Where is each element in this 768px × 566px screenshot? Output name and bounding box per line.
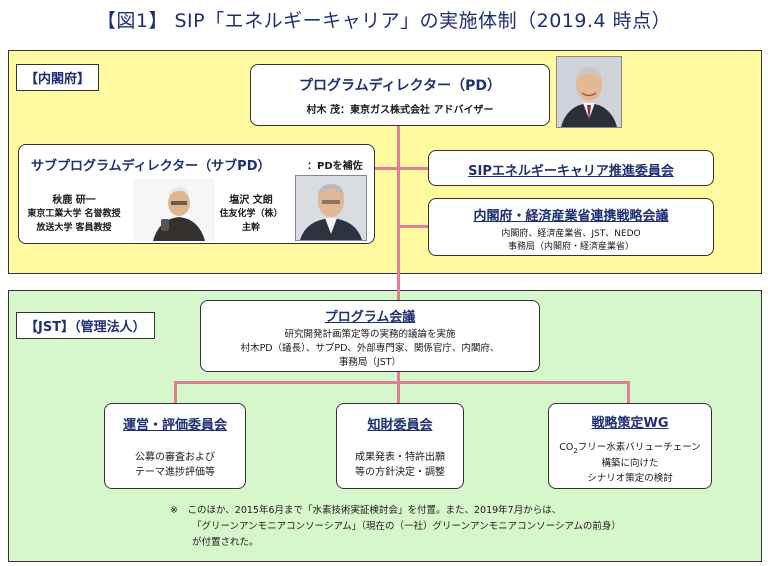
strategy-council-box: 内閣府・経済産業省連携戦略会議 内閣府、経済産業省、JST、NEDO 事務局（内… xyxy=(428,198,714,256)
sub-pd-2-name: 塩沢 文朗 xyxy=(229,195,273,206)
connector-right-drop xyxy=(627,381,630,403)
program-director-box: プログラムディレクター（PD） 村木 茂：東京ガス株式会社 アドバイザー xyxy=(250,64,550,126)
connector-center-drop xyxy=(397,381,400,403)
strategy-wg-line1-rest: フリー水素バリューチェーン xyxy=(577,442,701,453)
management-evaluation-committee-line1: 公募の審査および xyxy=(135,452,215,463)
ip-committee-box: 知財委員会 成果発表・特許出願 等の方針決定・調整 xyxy=(336,403,464,489)
footnote-line2: 「グリーンアンモニアコンソーシアム」（現在の（一社）グリーンアンモニアコンソーシ… xyxy=(192,521,621,532)
strategy-council-title: 内閣府・経済産業省連携戦略会議 xyxy=(473,209,669,224)
sub-pd-note: ：PDを補佐 xyxy=(307,161,363,172)
strategy-wg-line2: 構築に向けた xyxy=(601,458,659,469)
sub-pd-title: サブプログラムディレクター（サブPD） xyxy=(31,159,271,174)
sip-committee-box: SIPエネルギーキャリア推進委員会 xyxy=(428,150,714,186)
ip-committee-title: 知財委員会 xyxy=(367,418,433,433)
connector-left-drop xyxy=(174,381,177,403)
program-meeting-title: プログラム会議 xyxy=(324,310,416,325)
pd-portrait xyxy=(556,56,622,128)
connector-to-committee xyxy=(400,167,428,170)
management-evaluation-committee-box: 運営・評価委員会 公募の審査および テーマ進捗評価等 xyxy=(104,403,246,489)
sub-pd-1-portrait xyxy=(133,179,215,241)
strategy-wg-box: 戦略策定WG CO2フリー水素バリューチェーン 構築に向けた シナリオ策定の検討 xyxy=(548,403,712,489)
strategy-wg-line3: シナリオ策定の検討 xyxy=(587,473,673,484)
connector-trunk xyxy=(397,110,400,302)
page-title: 【図1】 SIP「エネルギーキャリア」の実施体制（2019.4 時点） xyxy=(96,10,672,32)
sub-pd-2-line2: 主幹 xyxy=(241,223,260,233)
strategy-wg-line1: CO2フリー水素バリューチェーン xyxy=(549,439,711,455)
sub-pd-2-portrait xyxy=(295,175,367,241)
connector-horizontal xyxy=(174,381,630,384)
strategy-council-line1: 内閣府、経済産業省、JST、NEDO xyxy=(501,229,641,239)
jst-label: 【JST】（管理法人） xyxy=(16,312,155,339)
program-meeting-line3: 事務局（JST） xyxy=(338,357,402,368)
pd-title: プログラムディレクター（PD） xyxy=(299,78,501,94)
sip-committee-title: SIPエネルギーキャリア推進委員会 xyxy=(468,164,674,179)
cabinet-office-label: 【内閣府】 xyxy=(16,64,100,91)
footnote-line3: が付置された。 xyxy=(192,537,259,548)
sub-pd-1-line1: 東京工業大学 名誉教授 xyxy=(27,209,121,219)
strategy-wg-line1-sub: 2 xyxy=(573,446,578,455)
connector-to-strategy-council xyxy=(400,225,428,228)
strategy-wg-title: 戦略策定WG xyxy=(591,416,669,431)
program-meeting-line1: 研究開発計画策定等の実務的議論を実施 xyxy=(284,329,456,340)
sub-program-director-box: サブプログラムディレクター（サブPD） ：PDを補佐 秋鹿 研一 東京工業大学 … xyxy=(18,144,375,244)
pd-person: 村木 茂：東京ガス株式会社 アドバイザー xyxy=(306,105,494,116)
connector-to-sub-pd xyxy=(375,167,397,170)
ip-committee-line2: 等の方針決定・調整 xyxy=(355,467,445,478)
program-meeting-line2: 村木PD（議長）、サブPD、外部専門家、関係官庁、内閣府、 xyxy=(240,343,500,354)
strategy-wg-line1-co: CO xyxy=(559,442,574,453)
program-meeting-box: プログラム会議 研究開発計画策定等の実務的議論を実施 村木PD（議長）、サブPD… xyxy=(200,300,540,372)
management-evaluation-committee-line2: テーマ進捗評価等 xyxy=(135,467,215,478)
management-evaluation-committee-title: 運営・評価委員会 xyxy=(122,418,227,433)
ip-committee-line1: 成果発表・特許出願 xyxy=(355,452,445,463)
footnote-line1: ※ このほか、2015年6月まで「水素技術実証検討会」を付置。また、2019年7… xyxy=(170,505,562,516)
sub-pd-2-line1: 住友化学（株） xyxy=(219,209,283,219)
sub-pd-1-name: 秋鹿 研一 xyxy=(52,195,96,206)
connector-program-down xyxy=(397,370,400,382)
strategy-council-line2: 事務局（内閣府・経済産業省） xyxy=(507,242,634,252)
sub-pd-1-line2: 放送大学 客員教授 xyxy=(36,223,112,233)
